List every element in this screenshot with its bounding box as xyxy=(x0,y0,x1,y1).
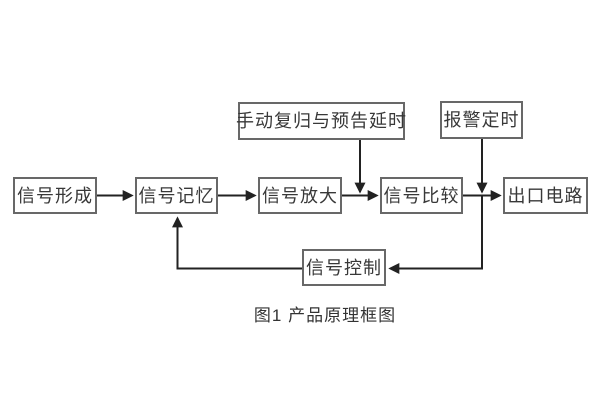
node-signal-memory: 信号记忆 xyxy=(135,177,218,214)
node-signal-formation: 信号形成 xyxy=(13,177,97,214)
node-manual-reset-delay: 手动复归与预告延时 xyxy=(236,102,406,140)
node-signal-amplification: 信号放大 xyxy=(258,177,342,214)
edge-control-to-memory xyxy=(172,216,302,270)
node-output-circuit: 出口电路 xyxy=(503,177,588,214)
figure-caption: 图1 产品原理框图 xyxy=(253,306,397,325)
node-signal-comparison: 信号比较 xyxy=(380,177,463,214)
node-alarm-timing: 报警定时 xyxy=(440,101,523,139)
edge-junction-to-control xyxy=(388,195,483,274)
node-signal-control: 信号控制 xyxy=(302,249,386,286)
